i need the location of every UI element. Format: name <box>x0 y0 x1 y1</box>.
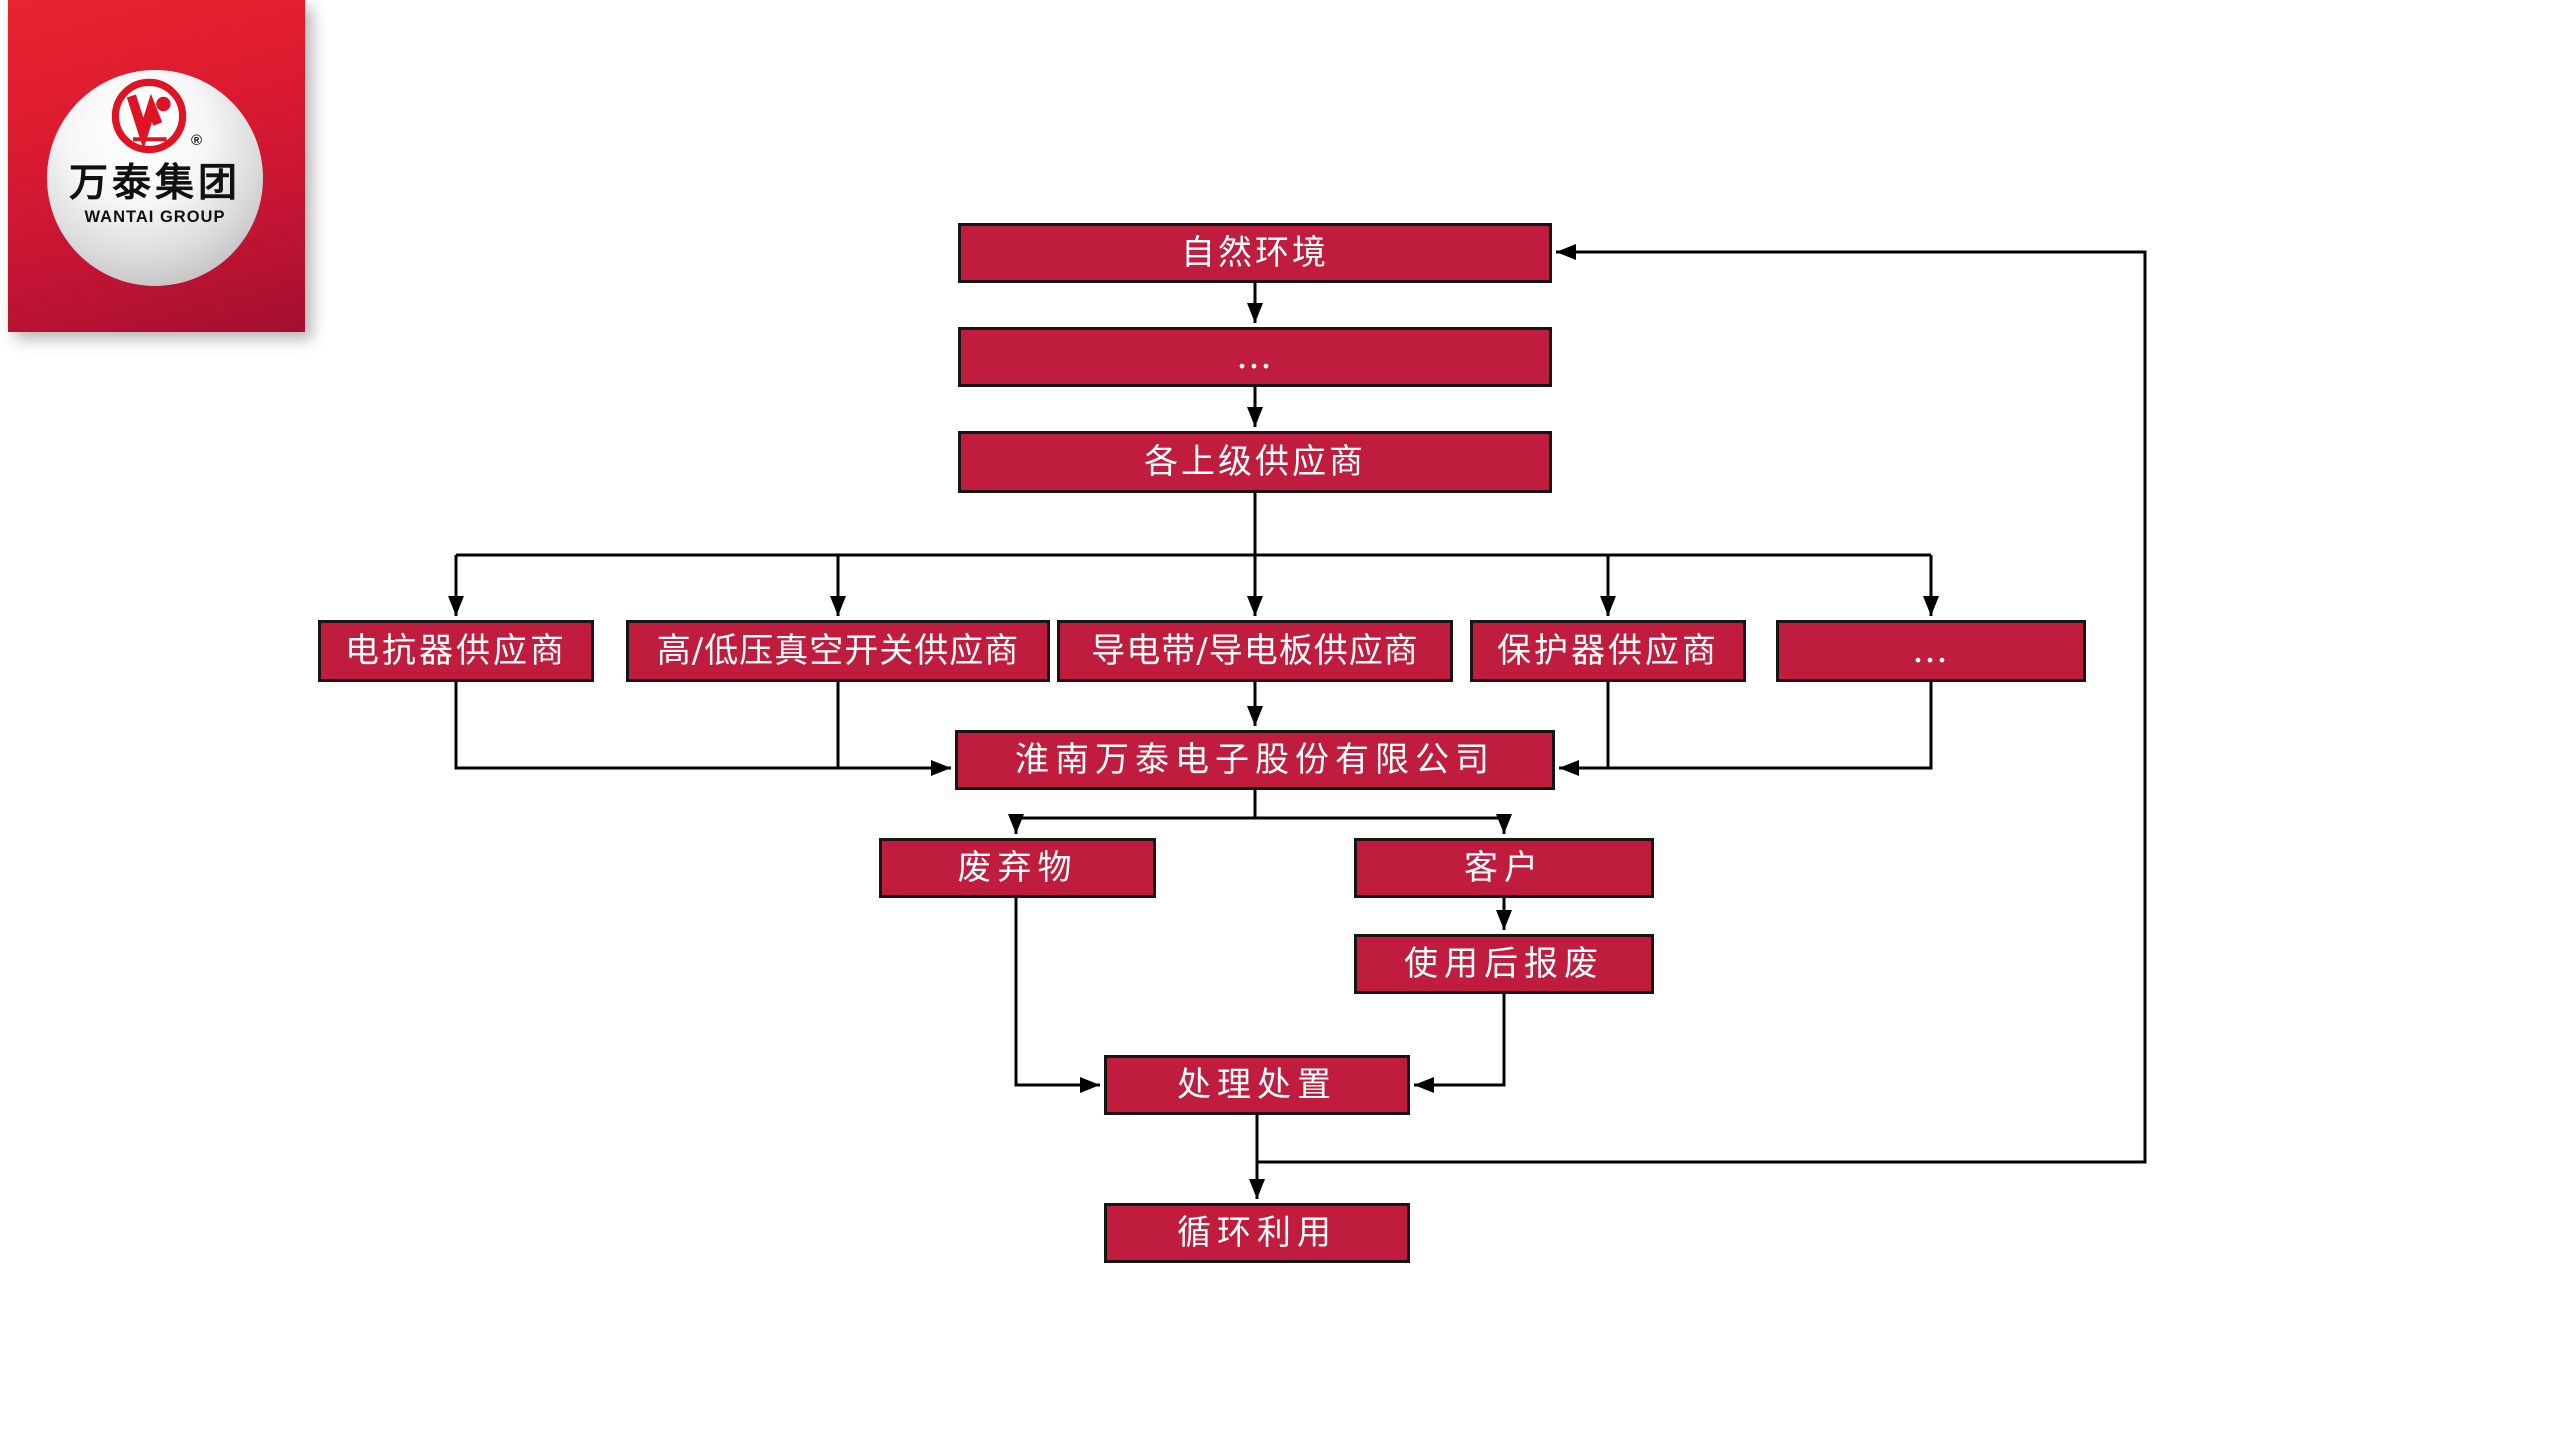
registered-trademark-icon: ® <box>191 132 203 149</box>
node-vacuum-switch-supplier: 高/低压真空开关供应商 <box>626 620 1050 682</box>
node-nature: 自然环境 <box>958 223 1552 283</box>
connector-right-into-company <box>1559 682 1933 776</box>
logo-brand-chinese: 万泰集团 <box>68 160 241 206</box>
logo-brand-english: WANTAI GROUP <box>84 208 226 226</box>
node-company: 淮南万泰电子股份有限公司 <box>955 730 1555 790</box>
node-protector-supplier: 保护器供应商 <box>1470 620 1746 682</box>
wantai-logo: ® 万泰集团 WANTAI GROUP <box>8 0 305 332</box>
node-upper-suppliers: 各上级供应商 <box>958 431 1552 493</box>
node-recycling: 循环利用 <box>1104 1203 1410 1263</box>
node-reactor-supplier: 电抗器供应商 <box>318 620 594 682</box>
connector-feedback-loop <box>1257 244 2147 1164</box>
node-waste: 废弃物 <box>879 838 1156 898</box>
node-ellipsis-top: … <box>958 327 1552 387</box>
connector-left-into-company <box>454 682 951 776</box>
connector-company-split <box>1016 790 1504 820</box>
logo-sphere: ® 万泰集团 WANTAI GROUP <box>47 70 263 286</box>
connector-scrap-disposal <box>1414 994 1506 1093</box>
node-disposal: 处理处置 <box>1104 1055 1410 1115</box>
connector-waste-disposal <box>1014 898 1100 1093</box>
node-ellipsis-suppliers: … <box>1776 620 2086 682</box>
node-scrap-after-use: 使用后报废 <box>1354 934 1654 994</box>
node-customer: 客户 <box>1354 838 1654 898</box>
wantai-w-mark-icon <box>111 78 187 154</box>
node-conductive-strip-supplier: 导电带/导电板供应商 <box>1057 620 1453 682</box>
connector-distribution-bar <box>456 493 1931 557</box>
